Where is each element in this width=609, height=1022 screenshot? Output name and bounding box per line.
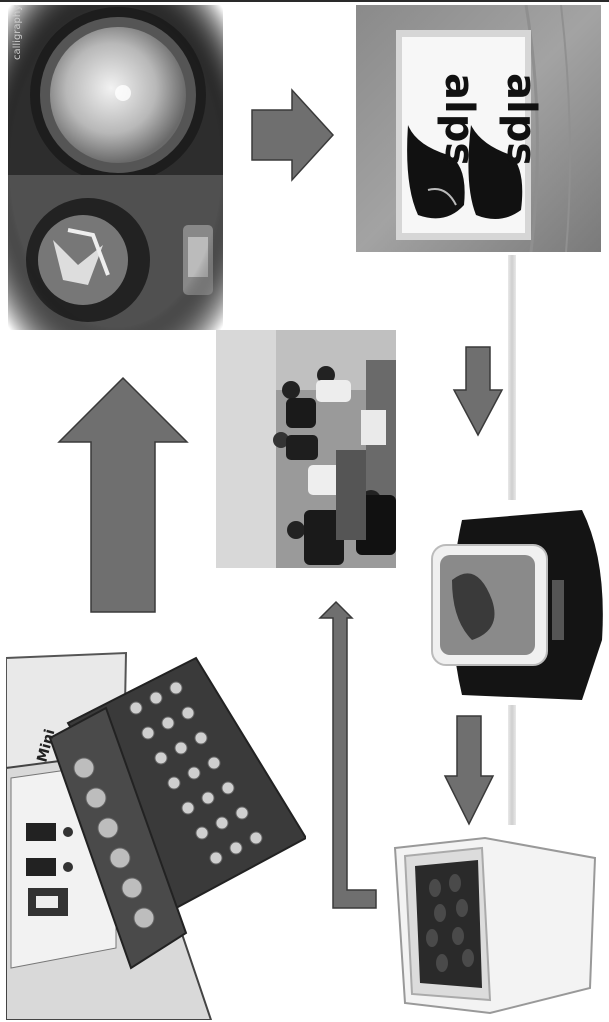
card-logo-left: alps bbox=[436, 73, 482, 166]
up-arrow bbox=[57, 376, 189, 614]
top-border bbox=[0, 0, 609, 2]
cup-roaster-photo bbox=[422, 500, 607, 705]
beans-photo bbox=[390, 828, 605, 1020]
card-logo-right: alps bbox=[498, 73, 544, 166]
return-arrow bbox=[316, 600, 378, 912]
roaster-photo: Mini bbox=[6, 648, 306, 1020]
down-arrow-lower bbox=[443, 714, 495, 826]
meeting-photo bbox=[216, 330, 396, 568]
connector-line-top bbox=[508, 255, 516, 500]
down-arrow-upper bbox=[452, 345, 504, 437]
card-photo: alps alps bbox=[356, 5, 601, 252]
connector-line-bottom bbox=[508, 705, 516, 825]
watermark-text: calligraphy bbox=[12, 5, 23, 60]
right-arrow bbox=[250, 88, 335, 183]
grinder-photo: calligraphy bbox=[8, 5, 223, 330]
